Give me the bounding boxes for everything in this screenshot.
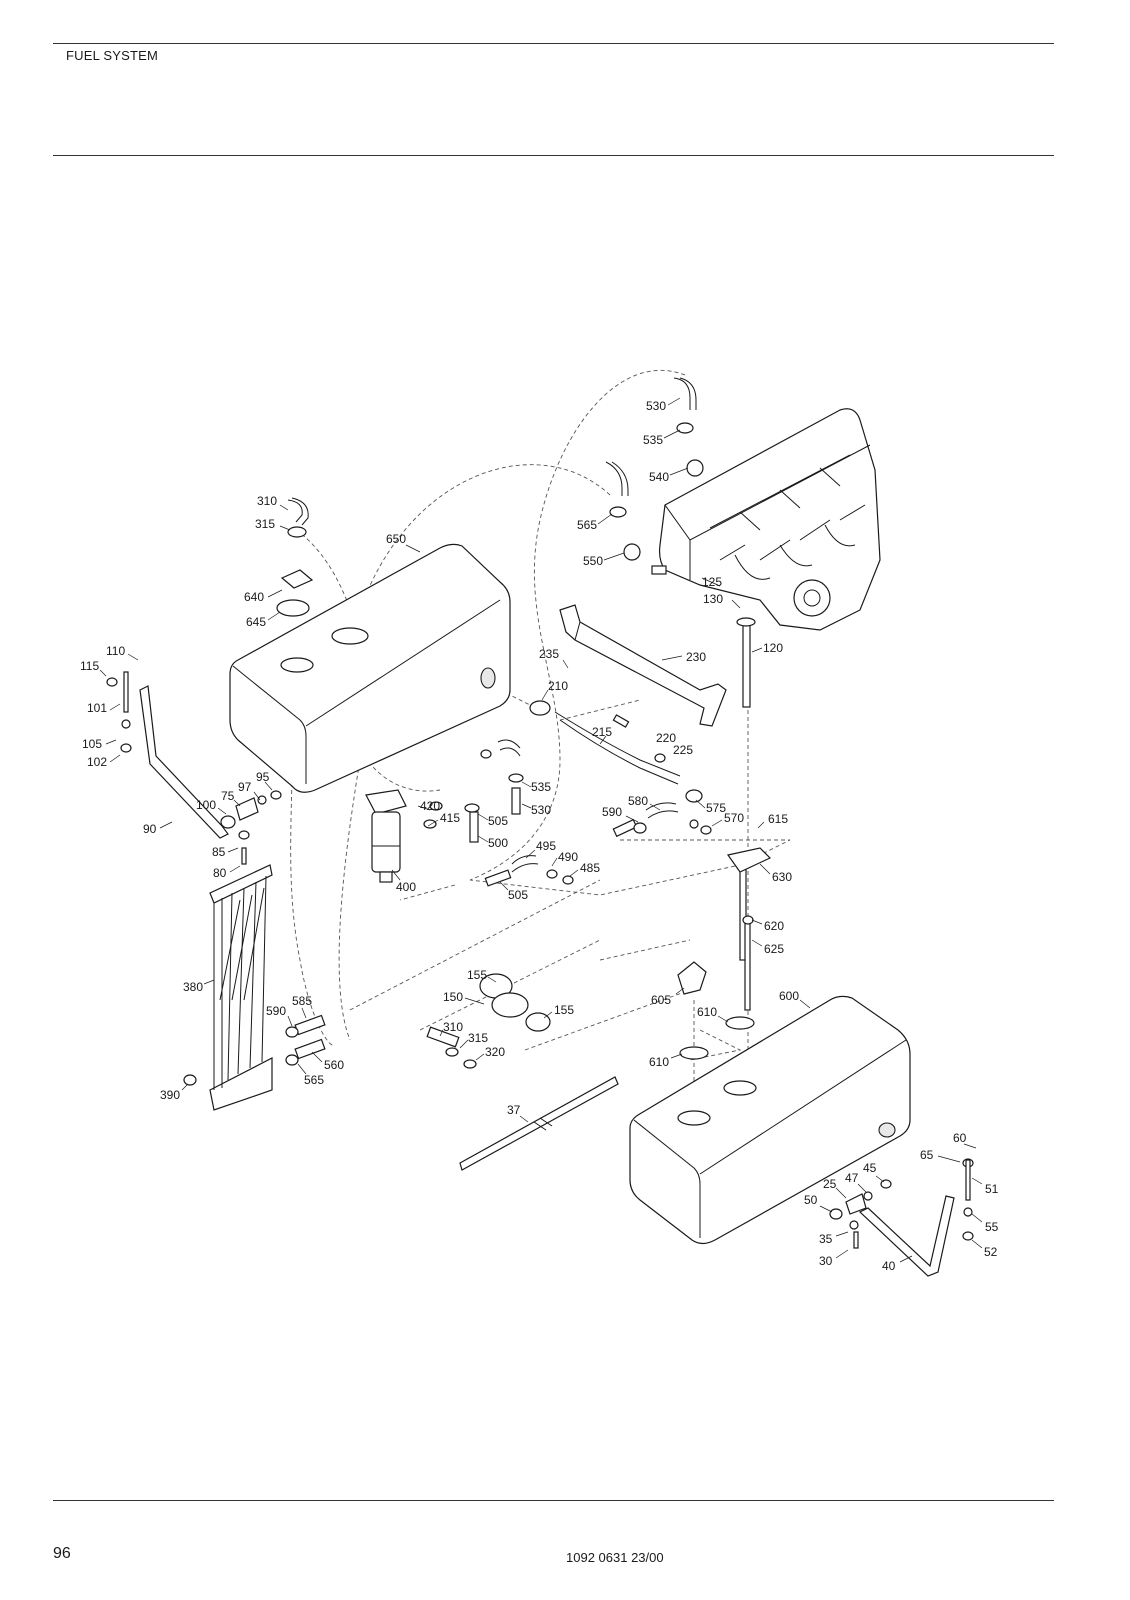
callout-420: 420 (420, 799, 440, 813)
callout-570: 570 (724, 811, 744, 825)
callout-150: 150 (443, 990, 463, 1004)
callout-230: 230 (686, 650, 706, 664)
callout-102: 102 (87, 755, 107, 769)
callout-101: 101 (87, 701, 107, 715)
callout-130: 130 (703, 592, 723, 606)
callout-210-upper: 210 (548, 679, 568, 693)
section-title: FUEL SYSTEM (66, 48, 159, 63)
callout-605: 605 (651, 993, 671, 1007)
callout-530-top: 530 (646, 399, 666, 413)
bracket-rail (559, 604, 727, 727)
callout-105: 105 (82, 737, 102, 751)
small-fittings (106, 565, 974, 1249)
callout-535-top: 535 (643, 433, 663, 447)
callout-400: 400 (396, 880, 416, 894)
callout-95: 95 (256, 770, 270, 784)
callout-75: 75 (221, 789, 235, 803)
callout-52: 52 (984, 1245, 998, 1259)
callout-505-lower: 505 (508, 888, 528, 902)
step-frame (209, 864, 273, 1111)
callout-415: 415 (440, 811, 460, 825)
upper-fuel-tank (229, 543, 511, 793)
callout-585: 585 (292, 994, 312, 1008)
callout-155-upper: 155 (467, 968, 487, 982)
callout-505-upper: 505 (488, 814, 508, 828)
callout-315-top: 315 (255, 517, 275, 531)
callout-220: 220 (656, 731, 676, 745)
footer-rule (53, 1500, 1054, 1501)
page-number: 96 (53, 1545, 71, 1562)
callout-650: 650 (386, 532, 406, 546)
callout-110: 110 (106, 644, 125, 658)
callout-90: 90 (143, 822, 157, 836)
callout-600: 600 (779, 989, 799, 1003)
callout-155-lower: 155 (554, 1003, 574, 1017)
callout-115: 115 (80, 659, 99, 673)
lower-fuel-tank (629, 995, 911, 1245)
callout-645: 645 (246, 615, 266, 629)
callout-565-top: 565 (577, 518, 597, 532)
callout-310-top: 310 (257, 494, 277, 508)
callout-610-left: 610 (649, 1055, 669, 1069)
callout-37: 37 (507, 1103, 521, 1117)
callout-310-lower: 310 (443, 1020, 463, 1034)
callout-485: 485 (580, 861, 600, 875)
callout-640: 640 (244, 590, 264, 604)
callout-85: 85 (212, 845, 226, 859)
callout-565-lower: 565 (304, 1073, 324, 1087)
callout-535-mid: 535 (531, 780, 551, 794)
callout-630: 630 (772, 870, 792, 884)
callout-51: 51 (985, 1182, 999, 1196)
callout-35: 35 (819, 1232, 833, 1246)
callout-97: 97 (238, 780, 252, 794)
callout-100: 100 (196, 798, 216, 812)
callout-610-right: 610 (697, 1005, 717, 1019)
callout-40: 40 (882, 1259, 896, 1273)
engine-block (658, 408, 881, 631)
callout-390: 390 (160, 1088, 180, 1102)
callout-615: 615 (768, 812, 788, 826)
callout-575: 575 (706, 801, 726, 815)
callout-50: 50 (804, 1193, 818, 1207)
callout-60: 60 (953, 1131, 967, 1145)
callout-590-lower: 590 (266, 1004, 286, 1018)
callout-25: 25 (823, 1177, 837, 1191)
callout-55: 55 (985, 1220, 999, 1234)
callout-80: 80 (213, 866, 227, 880)
callout-47: 47 (845, 1171, 859, 1185)
fuel-filter (365, 789, 407, 883)
callout-580: 580 (628, 794, 648, 808)
callout-560: 560 (324, 1058, 344, 1072)
callout-320: 320 (485, 1045, 505, 1059)
callout-590-upper: 590 (602, 805, 622, 819)
rubber-strip (459, 1076, 619, 1171)
callout-530-mid: 530 (531, 803, 551, 817)
tank-straps (139, 685, 955, 1277)
callout-495: 495 (536, 839, 556, 853)
callout-labels: 530 535 540 565 550 125 130 120 230 235 … (80, 399, 999, 1273)
sender-tubes (726, 617, 772, 1011)
callout-235: 235 (539, 647, 559, 661)
callout-315-lower: 315 (468, 1031, 488, 1045)
callout-625: 625 (764, 942, 784, 956)
callout-380: 380 (183, 980, 203, 994)
leader-lines (99, 397, 983, 1263)
callout-30: 30 (819, 1254, 833, 1268)
callout-550: 550 (583, 554, 603, 568)
callout-540: 540 (649, 470, 669, 484)
callout-45: 45 (863, 1161, 877, 1175)
document-code: 1092 0631 23/00 (566, 1550, 664, 1565)
return-pipes (276, 377, 704, 617)
callout-65: 65 (920, 1148, 934, 1162)
callout-490: 490 (558, 850, 578, 864)
callout-620: 620 (764, 919, 784, 933)
header-top-rule (53, 43, 1054, 44)
callout-215: 215 (592, 725, 612, 739)
callout-225: 225 (673, 743, 693, 757)
callout-125: 125 (702, 575, 722, 589)
callout-120: 120 (763, 641, 783, 655)
header-bottom-rule (53, 155, 1054, 156)
callout-500: 500 (488, 836, 508, 850)
